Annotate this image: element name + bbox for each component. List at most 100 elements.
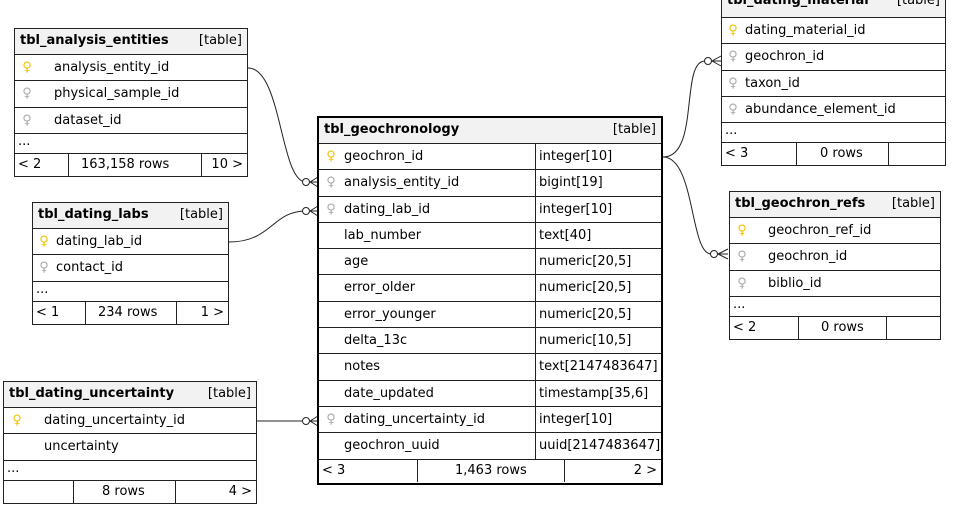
column-name: date_updated — [344, 385, 434, 401]
link-dating-material-end — [704, 57, 712, 65]
footer-right-count[interactable]: 10 > — [211, 156, 243, 172]
column-name: dating_material_id — [745, 23, 866, 38]
link-geochron-refs — [662, 156, 712, 255]
table-name: tbl_dating_labs — [38, 207, 149, 222]
foreign-key-icon: ♀ — [326, 175, 336, 191]
table-header: tbl_dating_labs [table] — [33, 203, 228, 229]
primary-key-icon: ♀ — [737, 223, 747, 238]
foreign-key-icon: ♀ — [39, 260, 49, 276]
table-type-tag: [table] — [891, 196, 935, 211]
footer-left-count[interactable]: < 3 — [725, 146, 749, 162]
table-name: tbl_geochronology — [324, 122, 460, 137]
footer-left-count[interactable]: < 3 — [322, 462, 346, 478]
column-row: ♀ dating_material_id — [722, 18, 945, 45]
column-row: ♀ geochron_ref_id — [730, 218, 940, 245]
more-columns-ellipsis: ... — [4, 461, 256, 481]
primary-key-icon: ♀ — [326, 149, 336, 164]
primary-key-icon: ♀ — [22, 60, 32, 75]
column-name: dating_uncertainty_id — [44, 413, 185, 428]
table-footer: < 3 0 rows — [722, 143, 945, 166]
column-type: integer[10] — [535, 406, 661, 433]
table-name: tbl_dating_uncertainty — [9, 386, 175, 401]
table-header: tbl_analysis_entities [table] — [15, 29, 247, 55]
row-count: 0 rows — [820, 146, 863, 162]
column-name: uncertainty — [44, 439, 119, 455]
table-footer: < 2 163,158 rows 10 > — [15, 153, 247, 176]
column-type: numeric[20,5] — [535, 301, 661, 328]
foreign-key-icon: ♀ — [326, 201, 336, 217]
column-row: ♀ dating_uncertainty_id — [4, 408, 256, 435]
column-row: date_updated timestamp[35,6] — [319, 380, 661, 407]
column-type: numeric[20,5] — [535, 275, 661, 301]
table-type-tag: [table] — [612, 122, 656, 137]
more-columns-ellipsis: ... — [730, 297, 940, 317]
footer-left-count[interactable]: < 2 — [18, 156, 42, 172]
column-name: analysis_entity_id — [54, 60, 170, 75]
foreign-key-icon: ♀ — [728, 101, 738, 117]
column-name: geochron_id — [344, 149, 424, 164]
column-name: dating_uncertainty_id — [344, 411, 485, 427]
column-type: numeric[20,5] — [535, 249, 661, 275]
column-row: ♀ geochron_id — [730, 244, 940, 271]
column-row: ♀ biblio_id — [730, 271, 940, 297]
link-analysis-entity-end — [302, 178, 310, 186]
table-analysis-entities[interactable]: tbl_analysis_entities [table] ♀ analysis… — [14, 28, 248, 177]
table-dating-material[interactable]: tbl_dating_material [table] ♀ dating_mat… — [721, 0, 946, 167]
footer-right-count[interactable]: 4 > — [228, 483, 252, 499]
column-name: biblio_id — [768, 275, 822, 291]
table-header: tbl_geochronology [table] — [319, 118, 661, 144]
column-name: dating_lab_id — [56, 234, 143, 249]
row-count: 8 rows — [102, 483, 145, 499]
table-footer: 8 rows 4 > — [4, 480, 256, 503]
column-name: lab_number — [344, 227, 422, 243]
column-name: physical_sample_id — [54, 86, 180, 102]
column-row: error_older numeric[20,5] — [319, 275, 661, 302]
footer-right-count[interactable]: 1 > — [200, 304, 224, 320]
column-row: ♀ physical_sample_id — [15, 81, 247, 108]
footer-left-count[interactable]: < 2 — [733, 319, 757, 335]
foreign-key-icon: ♀ — [737, 249, 747, 265]
column-name: geochron_id — [768, 249, 848, 265]
table-dating-uncertainty[interactable]: tbl_dating_uncertainty [table] ♀ dating_… — [3, 381, 257, 504]
row-count: 1,463 rows — [455, 462, 527, 478]
column-name: age — [344, 254, 369, 270]
column-row: ♀ analysis_entity_id — [15, 55, 247, 82]
column-row: ♀ dataset_id — [15, 108, 247, 134]
column-name: abundance_element_id — [745, 101, 896, 117]
link-dating-uncertainty-end — [302, 417, 310, 425]
table-footer: < 2 0 rows — [730, 316, 940, 339]
column-row: ♀ geochron_id — [722, 44, 945, 71]
table-geochron-refs[interactable]: tbl_geochron_refs [table] ♀ geochron_ref… — [729, 191, 941, 340]
column-row: error_younger numeric[20,5] — [319, 301, 661, 329]
column-row: lab_number text[40] — [319, 222, 661, 250]
table-header: tbl_dating_material [table] — [722, 0, 945, 18]
table-name: tbl_analysis_entities — [20, 33, 169, 48]
table-name: tbl_dating_material — [727, 0, 869, 8]
footer-left-count[interactable]: < 1 — [36, 304, 60, 320]
column-name: taxon_id — [745, 75, 800, 91]
more-columns-ellipsis: ... — [15, 134, 247, 154]
column-row: age numeric[20,5] — [319, 249, 661, 276]
primary-key-icon: ♀ — [12, 413, 22, 428]
foreign-key-icon: ♀ — [22, 86, 32, 102]
column-row: ♀ dating_lab_id — [33, 229, 228, 256]
table-dating-labs[interactable]: tbl_dating_labs [table] ♀ dating_lab_id … — [32, 202, 229, 325]
column-type: text[40] — [535, 222, 661, 249]
foreign-key-icon: ♀ — [728, 75, 738, 91]
column-type: timestamp[35,6] — [535, 380, 661, 406]
more-columns-ellipsis: ... — [33, 282, 228, 302]
table-type-tag: [table] — [179, 207, 223, 222]
column-name: dataset_id — [54, 112, 122, 128]
footer-right-count[interactable]: 2 > — [633, 462, 657, 478]
column-name: error_older — [344, 280, 416, 296]
column-name: analysis_entity_id — [344, 175, 460, 191]
column-name: error_younger — [344, 306, 436, 322]
column-name: notes — [344, 359, 381, 375]
column-name: contact_id — [56, 260, 124, 276]
more-columns-ellipsis: ... — [722, 123, 945, 144]
